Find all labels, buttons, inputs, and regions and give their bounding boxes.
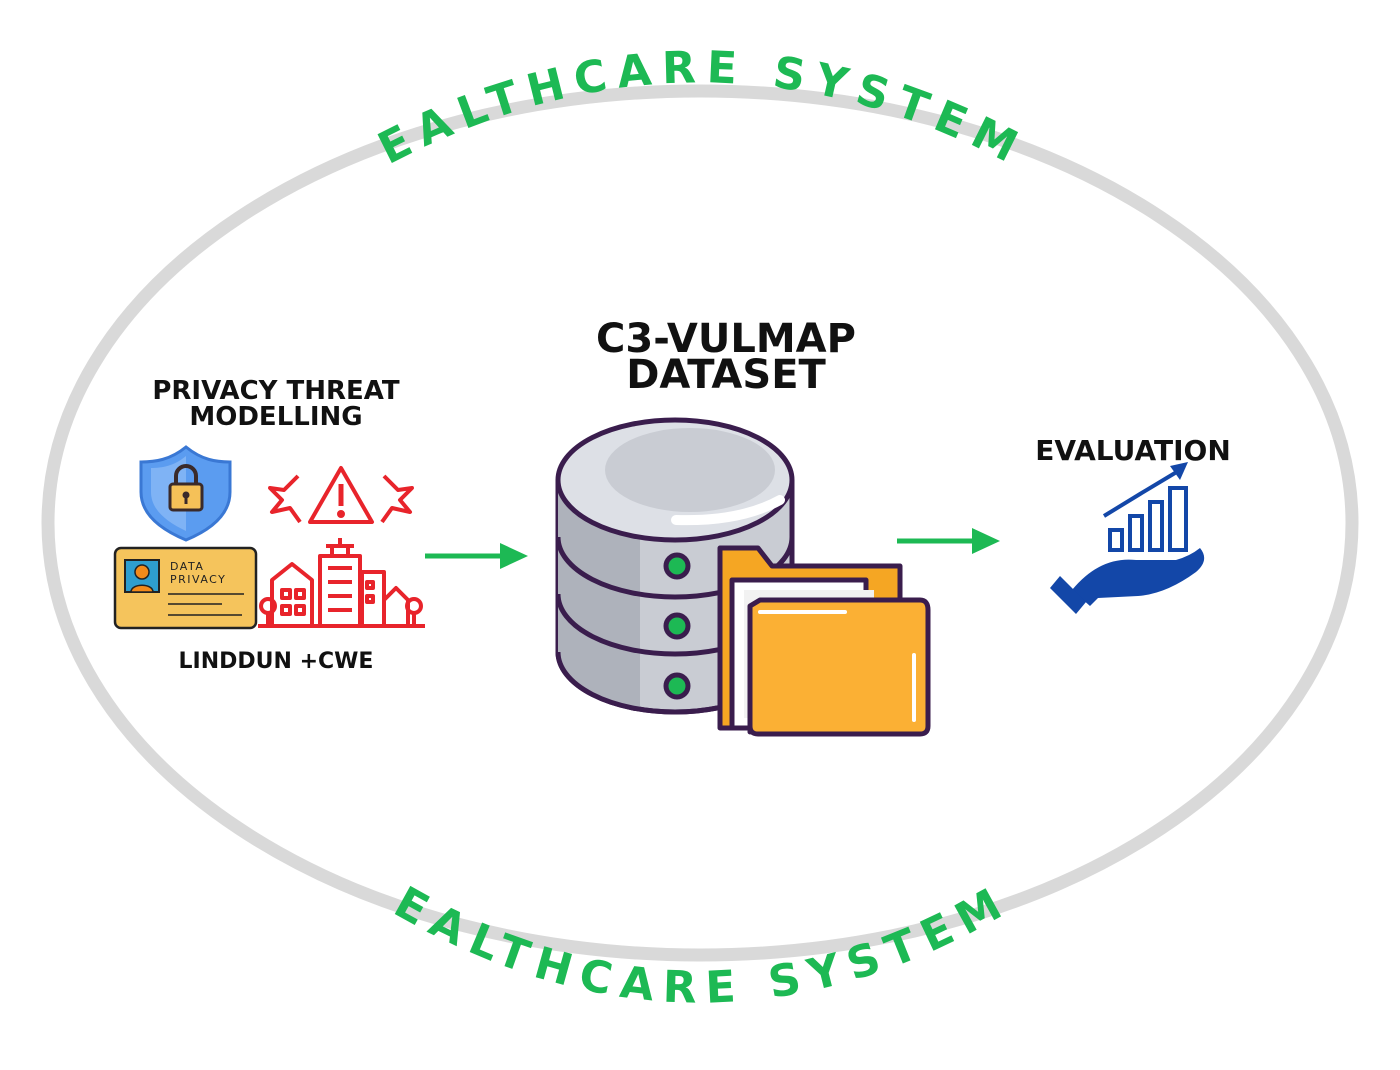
left-title-line1: PRIVACY THREAT xyxy=(152,376,400,406)
shield-lock-icon xyxy=(139,445,232,542)
center-title-line2: DATASET xyxy=(626,352,826,398)
healthcare-ring xyxy=(41,84,1359,962)
evaluation-block: EVALUATION xyxy=(1035,434,1231,614)
id-card-icon: DATA PRIVACY xyxy=(113,546,258,630)
privacy-threat-modelling: PRIVACY THREAT MODELLING DATA PRIVACY xyxy=(113,376,425,674)
dataset-block: C3-VULMAP DATASET xyxy=(555,316,931,737)
folder-icon xyxy=(717,545,931,737)
left-title-line2: MODELLING xyxy=(189,402,362,432)
alert-icon xyxy=(268,466,414,524)
arrow-right-icon xyxy=(425,543,528,569)
city-icon xyxy=(258,538,425,628)
left-caption: LINDDUN +CWE xyxy=(179,649,374,674)
right-title: EVALUATION xyxy=(1035,434,1231,467)
card-text-line2: PRIVACY xyxy=(170,573,226,586)
arrow-right-icon xyxy=(897,528,1000,554)
center-title-line1: C3-VULMAP xyxy=(596,316,856,362)
hand-chart-icon xyxy=(1050,462,1205,614)
ring-label-top: HEALTHCARE SYSTEMS xyxy=(0,0,1034,177)
card-text-line1: DATA xyxy=(170,560,204,573)
